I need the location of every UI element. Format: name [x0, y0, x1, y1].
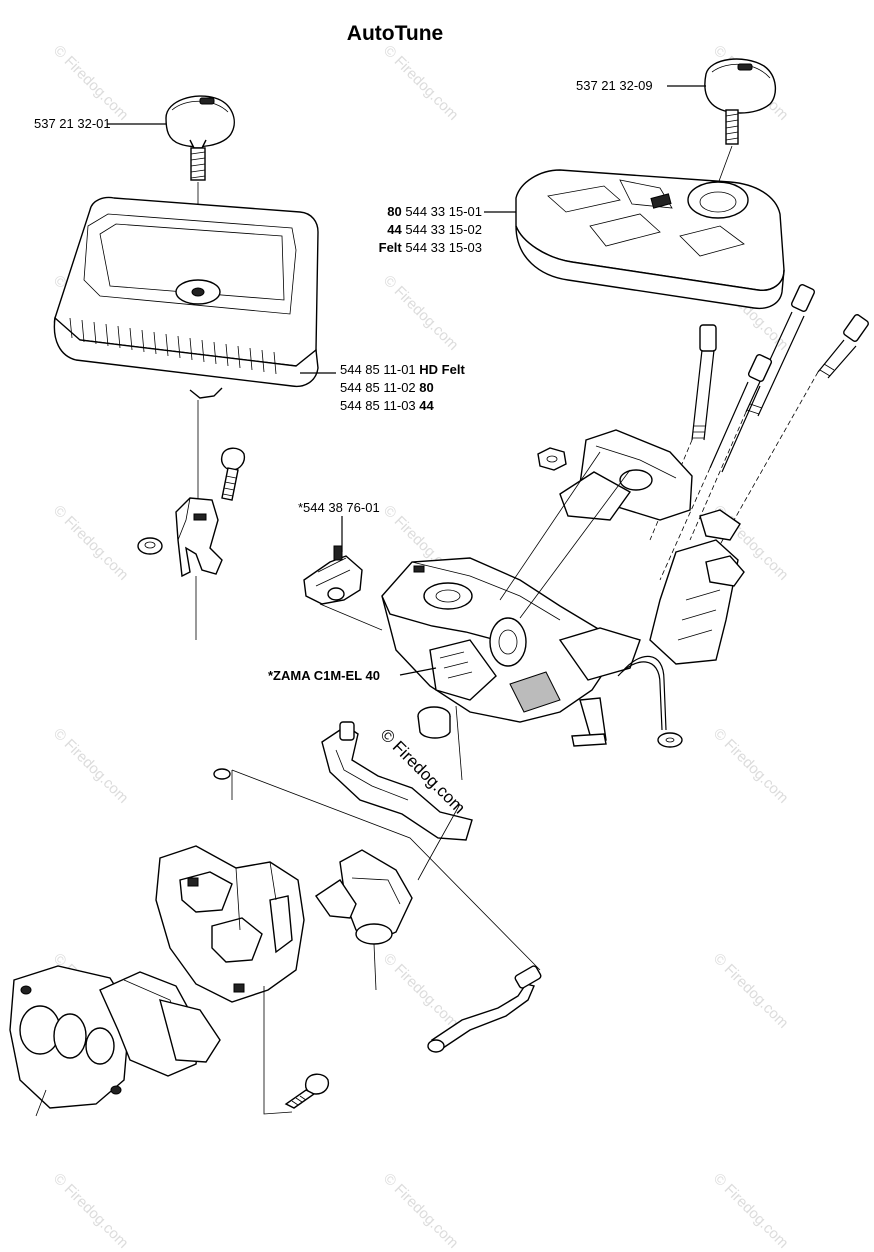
- intake-rubber-boot[interactable]: [315, 849, 413, 945]
- label-filter-80: 544 85 11-02 80: [340, 379, 434, 396]
- filter-hd-code: HD Felt: [419, 362, 465, 377]
- cover-bolt-3[interactable]: [709, 354, 773, 473]
- cover-felt-code: Felt: [378, 240, 402, 255]
- impulse-hose[interactable]: [427, 965, 542, 1053]
- ground-wire[interactable]: [617, 655, 683, 748]
- filter-hd-number: 544 85 11-01: [340, 362, 416, 377]
- right-bracket[interactable]: [649, 539, 745, 665]
- label-knob-right: 537 21 32-09: [576, 78, 653, 93]
- bolt-paths: [649, 371, 819, 581]
- intake-manifold[interactable]: [155, 845, 305, 1003]
- filter-screw[interactable]: [220, 447, 246, 501]
- exploded-parts-diagram: [9, 58, 869, 1117]
- filter-nut[interactable]: [137, 537, 163, 555]
- cover-bolt-1[interactable]: [691, 324, 717, 441]
- cover-80-number: 544 33 15-01: [405, 204, 482, 219]
- leader-line: [319, 603, 383, 631]
- cover-felt-number: 544 33 15-03: [405, 240, 482, 255]
- cover-44-code: 44: [387, 222, 402, 237]
- filter-80-code: 80: [419, 380, 434, 395]
- throttle-bracket[interactable]: [321, 721, 473, 841]
- label-knob-left: 537 21 32-01: [34, 116, 111, 131]
- air-filter[interactable]: [53, 196, 319, 399]
- filter-44-code: 44: [419, 398, 434, 413]
- carburetor-body[interactable]: [381, 557, 641, 747]
- air-filter-knob-left[interactable]: [165, 95, 235, 181]
- filter-44-number: 544 85 11-03: [340, 398, 416, 413]
- grommet[interactable]: [417, 706, 451, 739]
- label-cover-felt: Felt 544 33 15-03: [346, 239, 482, 256]
- label-cover-80: 80 544 33 15-01: [346, 203, 482, 220]
- cylinder-cover[interactable]: [515, 169, 785, 310]
- cover-44-number: 544 33 15-02: [405, 222, 482, 237]
- label-filter-hd: 544 85 11-01 HD Felt: [340, 361, 465, 378]
- intake-boot-upper[interactable]: [559, 429, 741, 541]
- cylinder-adapter[interactable]: [9, 965, 221, 1109]
- autotune-sensor[interactable]: [303, 545, 363, 605]
- small-washer[interactable]: [213, 768, 231, 780]
- label-cover-44: 44 544 33 15-02: [346, 221, 482, 238]
- label-filter-44: 544 85 11-03 44: [340, 397, 434, 414]
- page-title: AutoTune: [346, 22, 444, 45]
- label-carburetor: *ZAMA C1M-EL 40: [268, 668, 380, 683]
- cover-knob-right[interactable]: [704, 58, 777, 145]
- leader-line: [399, 667, 437, 676]
- cover-bolt-4[interactable]: [817, 314, 869, 379]
- hex-nut[interactable]: [537, 447, 567, 471]
- filter-80-number: 544 85 11-02: [340, 380, 416, 395]
- cover-80-code: 80: [387, 204, 402, 219]
- filter-bracket[interactable]: [175, 497, 223, 578]
- assembly-lines: [35, 451, 631, 1117]
- bottom-screw[interactable]: [284, 1073, 330, 1109]
- label-sensor: *544 38 76-01: [298, 500, 380, 515]
